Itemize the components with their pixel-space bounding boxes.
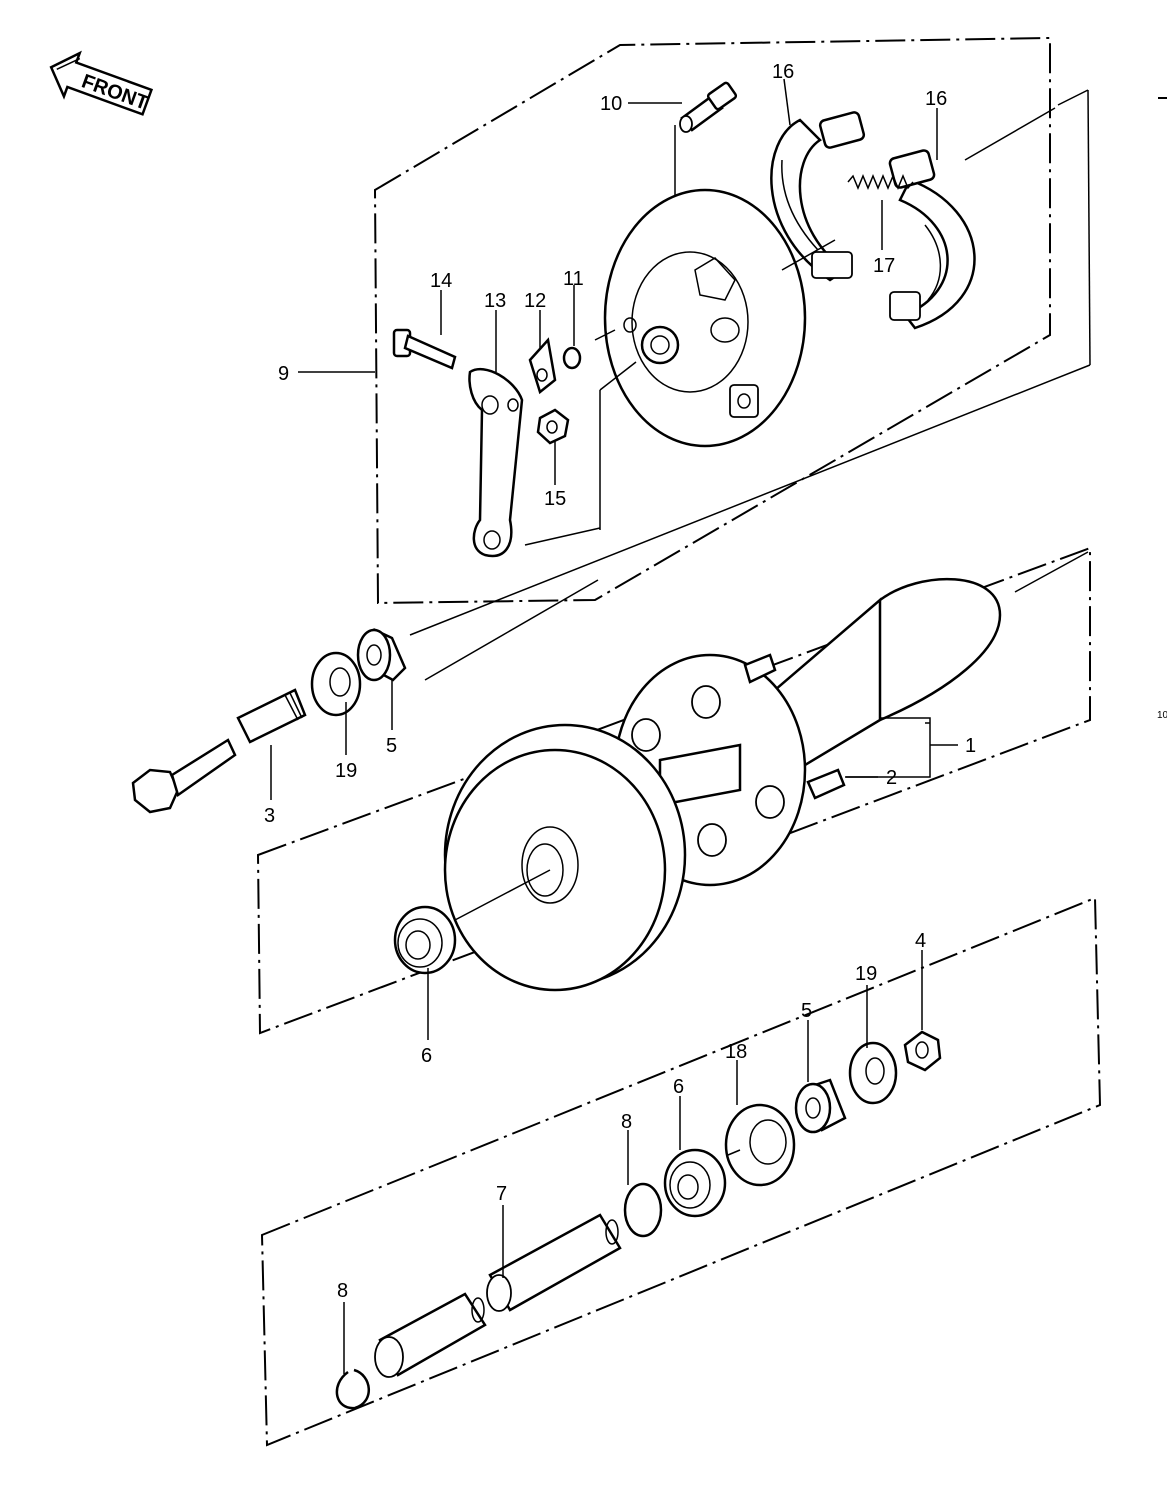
callout-16-right: 16: [925, 88, 947, 110]
callout-1: 1: [965, 735, 976, 757]
edge-text: 10: [1157, 710, 1167, 721]
callout-5-right: 5: [801, 1000, 812, 1022]
callout-17: 17: [873, 255, 895, 277]
brake-spring: [847, 174, 914, 190]
callout-9: 9: [278, 363, 289, 385]
spacer: [356, 627, 407, 682]
cam-lever: [468, 367, 524, 558]
callout-labels: 1 2 3 4 5 5 6 6 7 8 8 9 10 11 12 13 14 1…: [264, 61, 976, 1302]
callout-11: 11: [563, 268, 584, 290]
callout-10: 10: [600, 93, 622, 115]
callout-12: 12: [524, 290, 546, 312]
speedometer-gear: [679, 81, 738, 133]
callout-13: 13: [484, 290, 506, 312]
callout-2: 2: [886, 767, 897, 789]
washer-right: [848, 1041, 898, 1105]
leader-lines: [270, 78, 1091, 1374]
spacer-right: [794, 1078, 847, 1134]
distance-collar-left: [374, 1292, 487, 1378]
o-ring: [562, 346, 582, 370]
washer: [310, 651, 362, 717]
callout-19-right: 19: [855, 963, 877, 985]
brake-shoe-upper: [770, 111, 866, 282]
callout-14: 14: [430, 270, 452, 292]
axle-collar: [236, 688, 307, 744]
brake-panel: [603, 188, 807, 448]
cam-lever-nut: [536, 408, 570, 445]
front-arrow-badge: FRONT: [49, 50, 154, 116]
axle-bolt: [131, 738, 237, 814]
callout-4: 4: [915, 930, 926, 952]
circlip-left: [335, 1368, 370, 1410]
wear-indicator: [528, 337, 557, 395]
cam-lever-bolt: [392, 328, 457, 370]
distance-collar: [486, 1213, 622, 1312]
callout-8-right: 8: [621, 1111, 632, 1133]
callout-16-left: 16: [772, 61, 794, 83]
callout-7: 7: [496, 1183, 507, 1205]
bearing-group-outline: [260, 896, 1102, 1447]
hub-assembly-outline: [256, 546, 1091, 1035]
brake-shoe-lower: [888, 149, 976, 330]
hub: [443, 577, 1002, 992]
bearing-spacer: [724, 1103, 796, 1187]
circlip-right: [623, 1182, 663, 1238]
callout-8-left: 8: [337, 1280, 348, 1302]
callout-15: 15: [544, 488, 566, 510]
bearing-right: [663, 1148, 727, 1218]
callout-3: 3: [264, 805, 275, 827]
callout-6-right: 6: [673, 1076, 684, 1098]
callout-5-left: 5: [386, 735, 397, 757]
callout-19-left: 19: [335, 760, 357, 782]
callout-18: 18: [725, 1041, 747, 1063]
callout-6-left: 6: [421, 1045, 432, 1067]
brake-panel-assembly-outline: [373, 36, 1051, 605]
oil-seal-left: [393, 905, 457, 975]
axle-nut: [903, 1030, 942, 1072]
